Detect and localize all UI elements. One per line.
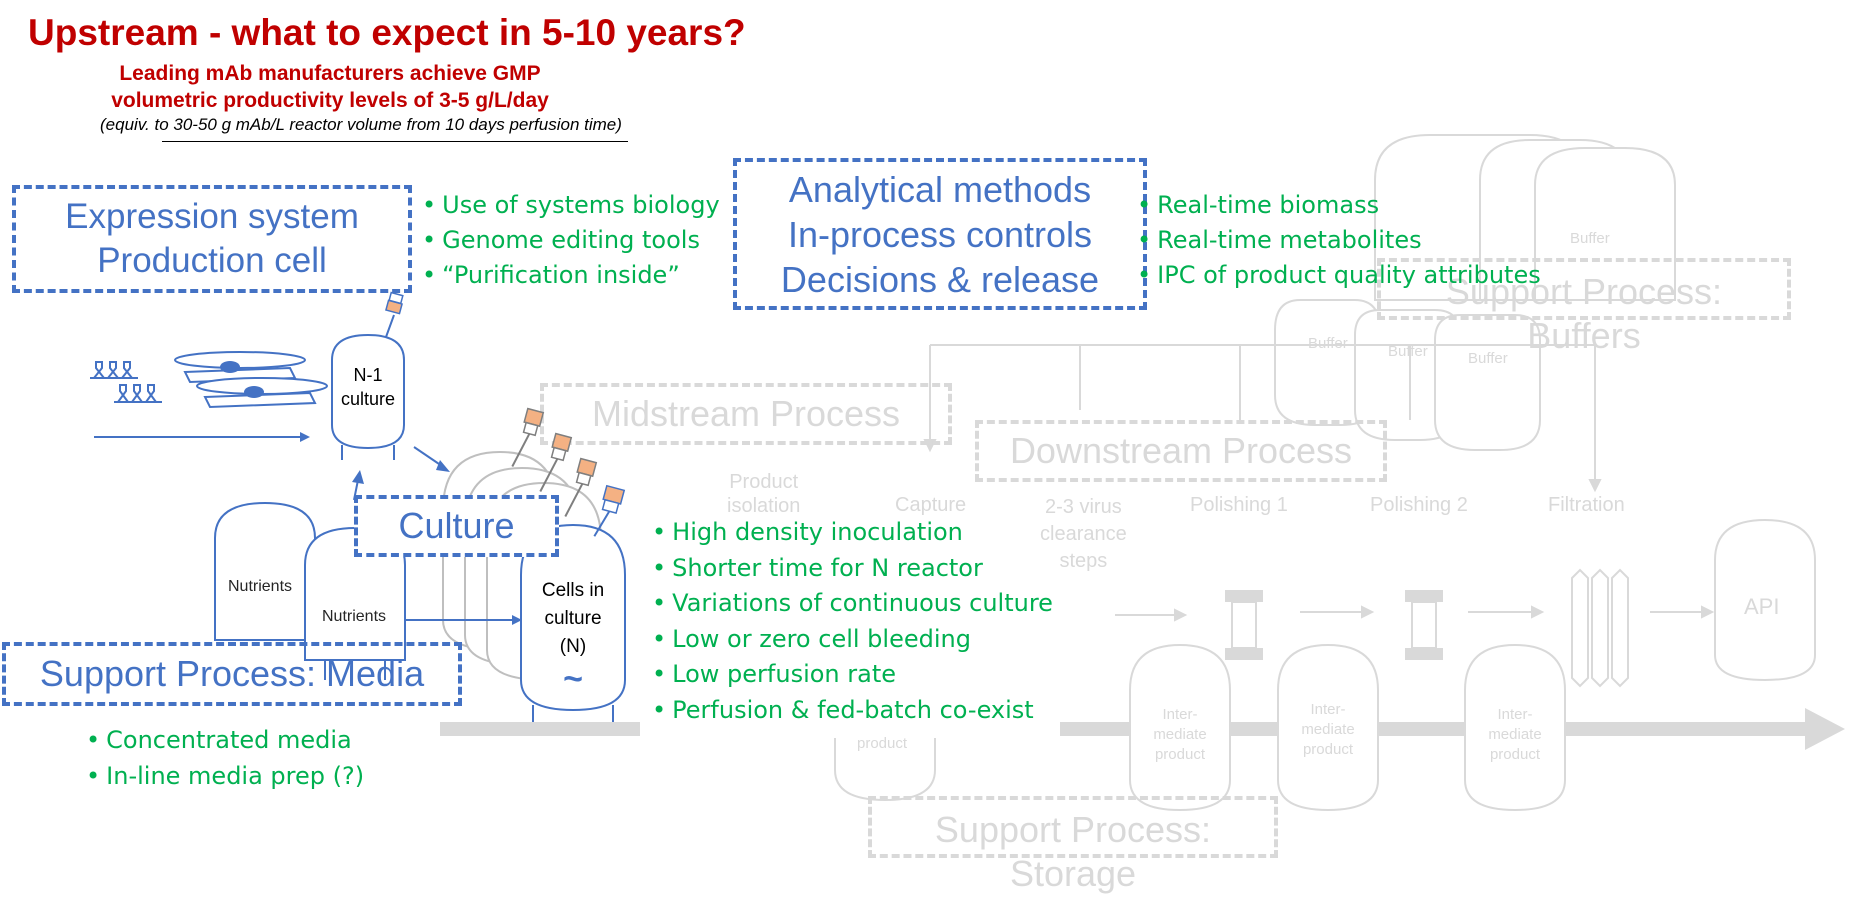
nutrients-label-b: Nutrients bbox=[322, 608, 387, 625]
buffer-piping bbox=[923, 344, 1602, 493]
buffer-label-top: Buffer bbox=[1570, 230, 1610, 247]
page-subtitle: Leading mAb manufacturers achieve GMP vo… bbox=[111, 62, 549, 112]
list-item: In-line media prep (?) bbox=[86, 758, 364, 794]
page-title: Upstream - what to expect in 5-10 years? bbox=[28, 12, 746, 53]
step-arrows bbox=[1115, 605, 1715, 622]
wave-bag-bioreactors bbox=[174, 351, 328, 409]
product-vessel-label: product bbox=[857, 735, 908, 752]
productivity-note: (equiv. to 30-50 g mAb/L reactor volume … bbox=[100, 115, 622, 134]
media-bullets: Concentrated media In-line media prep (?… bbox=[86, 722, 364, 794]
list-item: Variations of continuous culture bbox=[652, 586, 1053, 622]
cells-in-culture-label: Cells in culture (N) bbox=[541, 580, 605, 657]
culture-box: Culture bbox=[354, 495, 559, 557]
buffer-label-3: Buffer bbox=[1468, 350, 1508, 367]
filter-cartridges bbox=[1571, 568, 1629, 688]
n1-culture-label: N-1 culture bbox=[340, 365, 396, 409]
step-product-isolation: Product isolation bbox=[727, 471, 801, 517]
step-virus-clearance: 2-3 virus clearance steps bbox=[1040, 496, 1127, 572]
buffer-label-1: Buffer bbox=[1308, 335, 1348, 352]
culture-bullets: High density inoculation Shorter time fo… bbox=[652, 515, 1053, 728]
nutrient-tanks bbox=[214, 501, 406, 680]
analytical-bullets: Real-time biomass Real-time metabolites … bbox=[1137, 188, 1541, 293]
note-underline bbox=[162, 141, 628, 142]
step-capture: Capture bbox=[895, 494, 967, 516]
midstream-process-box: Midstream Process bbox=[540, 383, 952, 445]
main-flow-arrow-head bbox=[1805, 708, 1845, 750]
downstream-process-box: Downstream Process bbox=[975, 420, 1387, 482]
n1-reactor bbox=[331, 291, 405, 460]
buffer-tanks bbox=[1274, 134, 1676, 451]
list-item: “Purification inside” bbox=[422, 258, 720, 293]
list-item: Genome editing tools bbox=[422, 223, 720, 258]
list-item: Perfusion & fed-batch co-exist bbox=[652, 693, 1053, 729]
reactor-sensors bbox=[511, 407, 598, 517]
shake-flask-icons bbox=[90, 361, 162, 403]
list-item: Real-time biomass bbox=[1137, 188, 1541, 223]
buffers-support-box: Support Process: Buffers bbox=[1377, 258, 1791, 356]
analytical-methods-box: Analytical methods In-process controls D… bbox=[733, 158, 1147, 310]
list-item: High density inoculation bbox=[652, 515, 1053, 551]
api-vessel-label: API bbox=[1744, 594, 1780, 619]
step-polishing-1: Polishing 1 bbox=[1190, 494, 1288, 516]
list-item: Concentrated media bbox=[86, 722, 364, 758]
media-support-box: Support Process: Media bbox=[2, 642, 462, 706]
stirrer-symbol: ~ bbox=[563, 660, 583, 698]
expression-system-box: Expression system Production cell bbox=[12, 185, 412, 293]
storage-support-box: Support Process: Storage bbox=[868, 796, 1278, 894]
list-item: Shorter time for N reactor bbox=[652, 551, 1053, 587]
list-item: Low or zero cell bleeding bbox=[652, 622, 1053, 658]
list-item: Low perfusion rate bbox=[652, 657, 1053, 693]
step-polishing-2: Polishing 2 bbox=[1370, 494, 1468, 516]
nutrients-label-a: Nutrients bbox=[228, 578, 293, 595]
list-item: Use of systems biology bbox=[422, 188, 720, 223]
buffer-label-2: Buffer bbox=[1388, 343, 1428, 360]
expression-bullets: Use of systems biology Genome editing to… bbox=[422, 188, 720, 293]
step-filtration: Filtration bbox=[1548, 494, 1625, 516]
list-item: Real-time metabolites bbox=[1137, 223, 1541, 258]
list-item: IPC of product quality attributes bbox=[1137, 258, 1541, 293]
chromatography-columns bbox=[1225, 590, 1443, 660]
